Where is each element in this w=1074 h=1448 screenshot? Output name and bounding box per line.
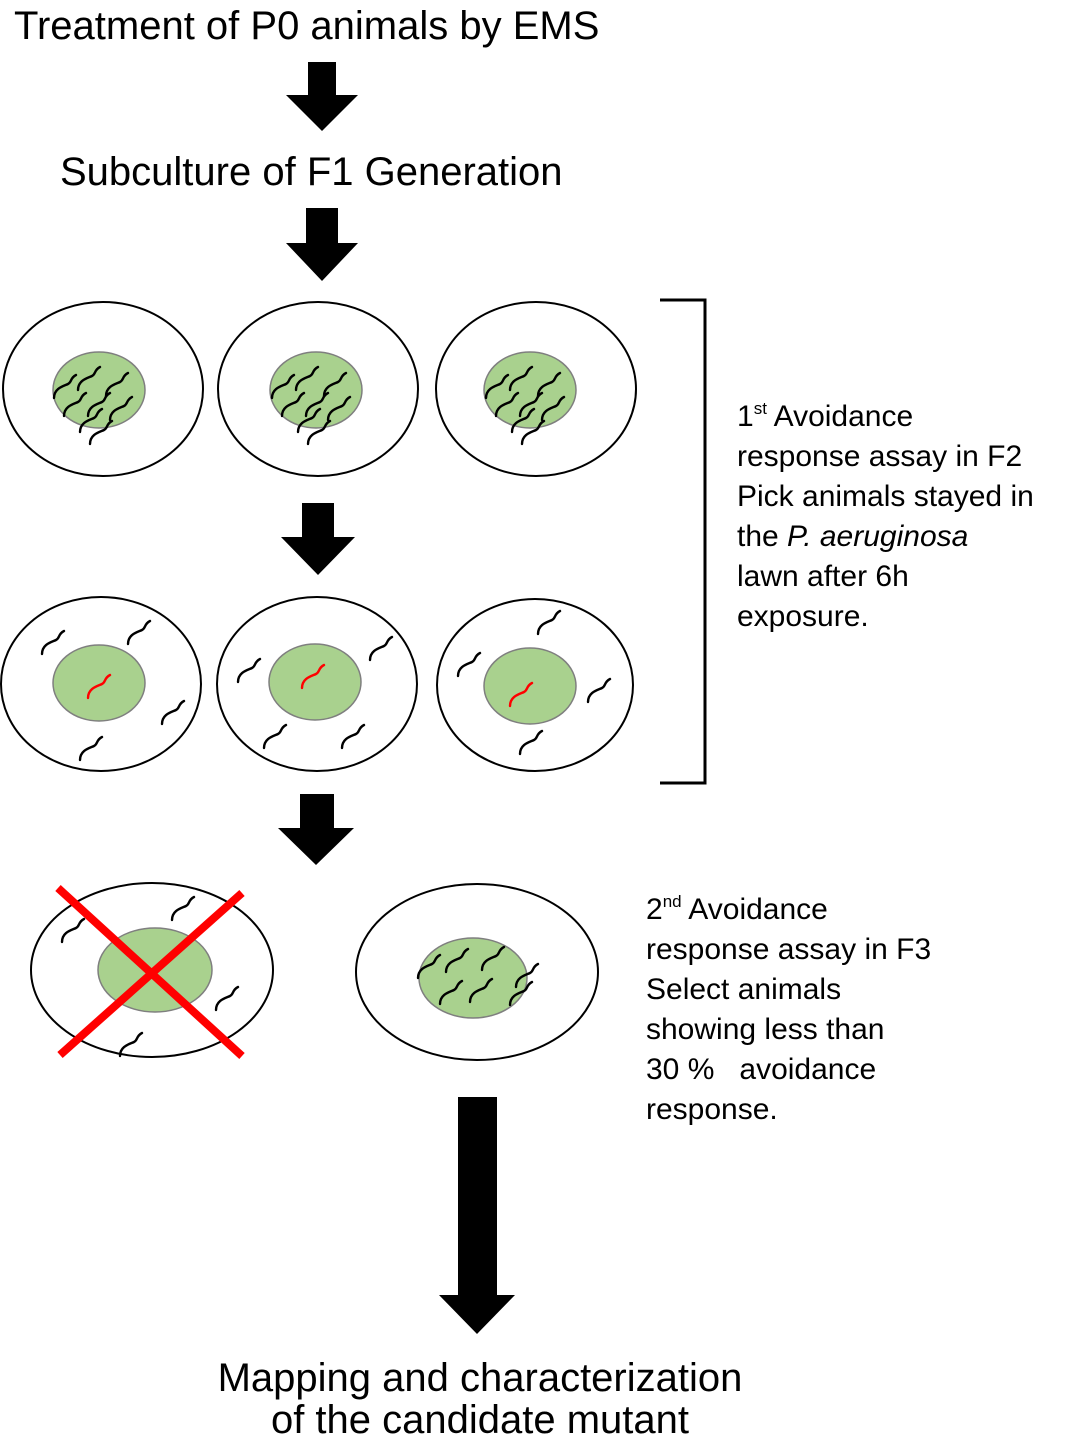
assay-1-line-4: the P. aeruginosa xyxy=(737,517,1072,557)
plate-round2-3 xyxy=(436,598,634,772)
arrow-selection-to-mapping xyxy=(439,1097,515,1334)
assay-1-line-3: Pick animals stayed in xyxy=(737,480,1034,513)
species-name: P. aeruginosa xyxy=(787,520,969,553)
assay-1-bracket xyxy=(660,298,707,785)
final-step-line-2: of the candidate mutant xyxy=(270,1397,690,1442)
assay-2-ordinal: 2 xyxy=(646,893,663,926)
assay-1-line-4-prefix: the xyxy=(737,520,788,553)
assay-2-heading: 2nd Avoidance xyxy=(646,890,976,930)
step-1-title: Treatment of P0 animals by EMS xyxy=(14,4,600,48)
assay-1-description: 1st Avoidance response assay in F2 Pick … xyxy=(737,397,1072,637)
plate-rejected xyxy=(30,882,274,1059)
reject-cross-icon xyxy=(55,885,245,1059)
assay-2-line-5: 30 % avoidance xyxy=(646,1053,877,1086)
plate-round1-3 xyxy=(435,301,637,477)
assay-2-line-2: response assay in F3 xyxy=(646,933,932,966)
assay-1-ordinal: 1 xyxy=(737,400,754,433)
arrow-step1-to-step2 xyxy=(286,62,358,131)
arrow-round2-to-selection xyxy=(278,794,354,865)
final-step: Mapping and characterization of the cand… xyxy=(180,1356,780,1442)
assay-1-heading: 1st Avoidance xyxy=(737,397,1072,437)
plate-round1-2 xyxy=(217,301,419,477)
plate-round2-1 xyxy=(0,596,202,772)
assay-1-title: Avoidance xyxy=(766,400,914,433)
final-step-line-1: Mapping and characterization xyxy=(217,1356,743,1400)
plate-round2-2 xyxy=(216,596,418,772)
assay-1-line-5: lawn after 6h xyxy=(737,560,909,593)
plate-round1-1 xyxy=(2,301,204,477)
assay-2-line-6: response. xyxy=(646,1093,778,1126)
assay-2-line-3: Select animals xyxy=(646,973,842,1006)
arrow-step2-to-plates xyxy=(286,208,358,281)
assay-2-title: Avoidance xyxy=(681,893,828,926)
assay-2-line-4: showing less than xyxy=(646,1013,885,1046)
assay-1-ordinal-suffix: st xyxy=(753,399,767,418)
plate-selected xyxy=(355,883,599,1061)
assay-2-description: 2nd Avoidance response assay in F3 Selec… xyxy=(646,890,976,1130)
assay-1-line-6: exposure. xyxy=(737,600,869,633)
assay-2-ordinal-suffix: nd xyxy=(662,892,682,911)
assay-1-line-2: response assay in F2 xyxy=(737,440,1023,473)
step-2-title: Subculture of F1 Generation xyxy=(60,150,563,194)
arrow-round1-to-round2 xyxy=(281,503,355,575)
